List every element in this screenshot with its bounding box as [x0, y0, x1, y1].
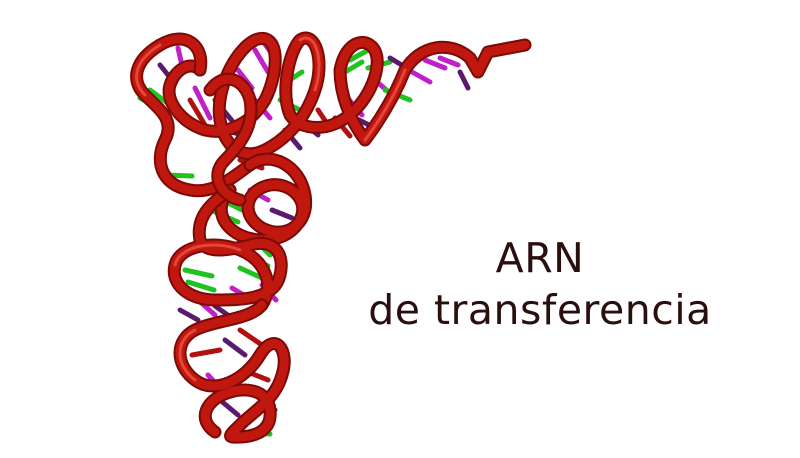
base-pair — [269, 207, 295, 221]
base-pair — [457, 69, 471, 91]
base-pair — [237, 327, 265, 348]
base-pair — [237, 265, 265, 281]
backbone-highlight — [178, 328, 197, 382]
caption-line-2: de transferencia — [368, 286, 712, 334]
base-pair — [192, 85, 213, 121]
base-pair — [182, 267, 215, 279]
backbone-strand-crossing — [205, 74, 256, 205]
base-pair — [422, 57, 448, 71]
trna-caption: ARN de transferencia — [330, 232, 750, 336]
base-pair — [437, 55, 461, 68]
base-pair — [189, 347, 223, 358]
base-pair — [217, 397, 241, 418]
base-pair — [185, 279, 217, 293]
backbone-strand-dloop — [132, 34, 255, 196]
backbone-strand-tloop — [216, 154, 311, 245]
base-pair — [252, 47, 271, 75]
base-pair — [222, 337, 248, 358]
backbone-highlight — [135, 43, 162, 97]
base-pair — [177, 307, 201, 323]
backbone-highlight — [173, 243, 242, 267]
backbone-highlight — [298, 36, 321, 92]
caption-line-1: ARN — [495, 234, 585, 282]
backbone-strand-upper — [164, 33, 530, 159]
backbone-ribbon — [130, 31, 532, 444]
backbone-highlight — [363, 68, 407, 142]
base-pair — [187, 97, 208, 128]
base-pair — [409, 69, 433, 85]
